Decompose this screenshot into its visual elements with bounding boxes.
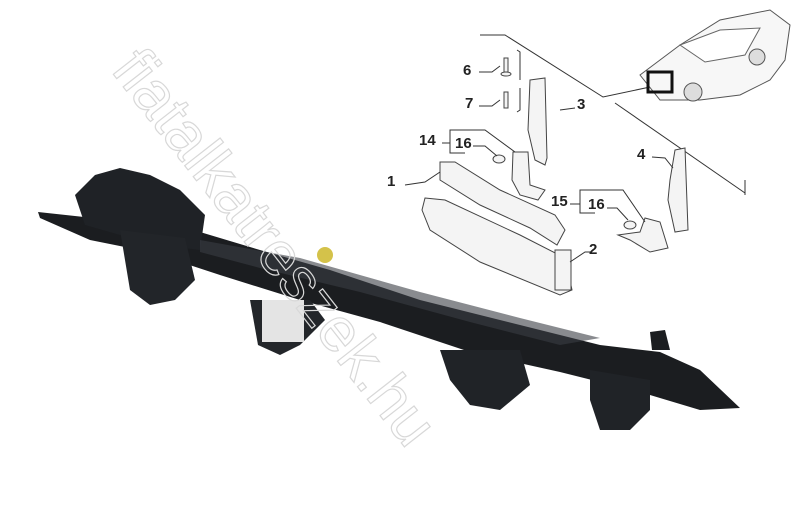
callout-14: 14 [419,132,436,149]
callout-16: 16 [455,135,472,152]
callout-1: 1 [387,173,395,190]
part-label-sticker [262,300,304,342]
callout-15: 15 [551,193,568,210]
cap [317,247,333,263]
callout-2: 2 [589,241,597,258]
callout-6: 6 [463,62,471,79]
car-illustration [639,9,791,102]
callout-3: 3 [577,96,585,113]
parts-diagram: 6 7 3 14 16 4 1 15 16 2 [387,9,791,296]
callout-4: 4 [637,146,646,163]
callout-16b: 16 [588,196,605,213]
callout-7: 7 [465,95,473,112]
radiator-support-beam [38,168,740,430]
